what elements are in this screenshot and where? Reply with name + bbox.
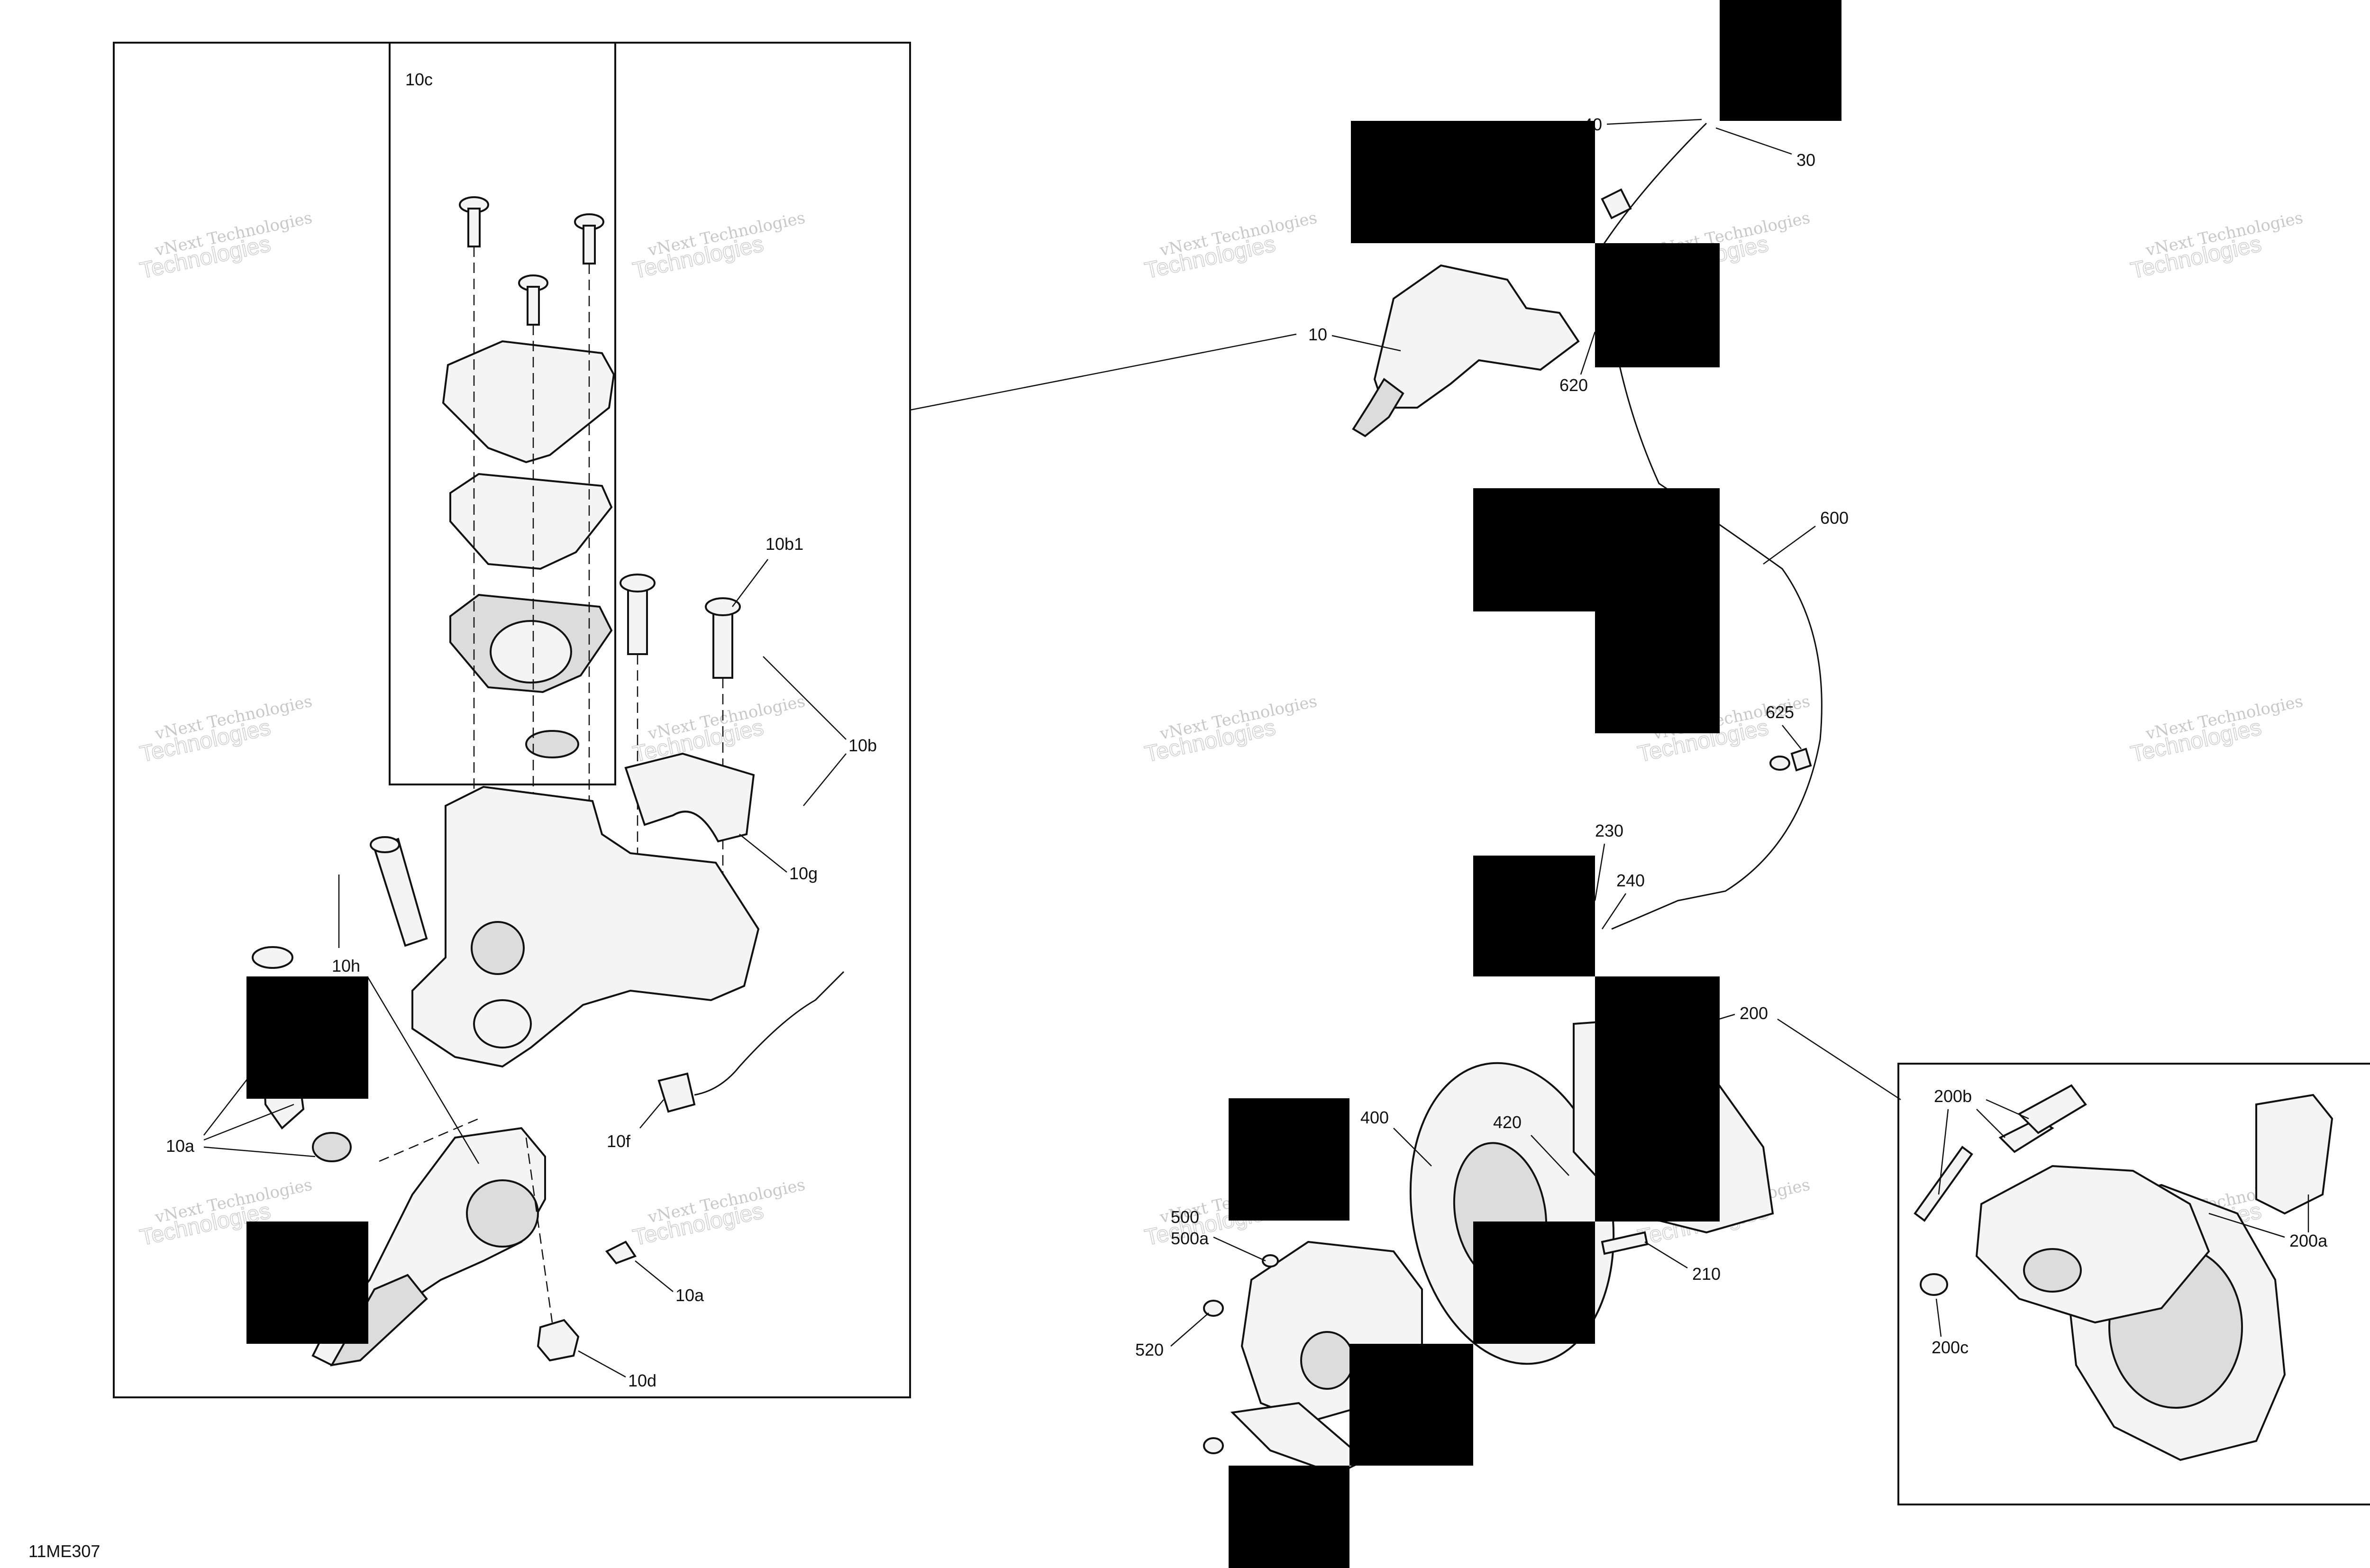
caliper-piston bbox=[2023, 1248, 2082, 1293]
watermark: vNext Technologies Technologies bbox=[630, 1175, 807, 1251]
callout-200c: 200c bbox=[1932, 1338, 1969, 1357]
brake-hose bbox=[1601, 122, 1823, 930]
cover-screw bbox=[459, 196, 489, 247]
callout-10: 10 bbox=[1308, 325, 1327, 344]
watermark: vNext Technologies Technologies bbox=[137, 692, 314, 767]
clamp-bolts bbox=[620, 574, 741, 679]
caliper-detail-frame bbox=[1897, 1063, 2370, 1505]
pivot-pin bbox=[373, 838, 428, 947]
callout-230: 230 bbox=[1595, 821, 1623, 840]
lever-clip bbox=[605, 1240, 637, 1265]
callout-240: 240 bbox=[1616, 871, 1645, 890]
redaction-block bbox=[1595, 976, 1720, 1222]
callout-30: 30 bbox=[1796, 150, 1815, 170]
callout-10d: 10d bbox=[628, 1371, 656, 1390]
lever-nut bbox=[537, 1319, 580, 1362]
lever-pivot-bolt bbox=[252, 946, 293, 969]
lever-spring bbox=[312, 1132, 352, 1162]
redaction-block bbox=[1595, 611, 1720, 733]
callout-10a-left: 10a bbox=[166, 1136, 195, 1156]
callout-400: 400 bbox=[1360, 1108, 1389, 1127]
redaction-block bbox=[1595, 243, 1720, 367]
reservoir-cover-subframe bbox=[389, 42, 616, 785]
callout-620: 620 bbox=[1559, 375, 1588, 395]
cover-screws bbox=[459, 196, 604, 326]
brake-pads bbox=[2255, 1094, 2334, 1215]
reservoir-diaphragm-dome bbox=[490, 620, 572, 684]
caliper-pin bbox=[1914, 1146, 1973, 1222]
master-cylinder-port bbox=[471, 921, 525, 975]
cover-screw bbox=[574, 213, 604, 264]
redaction-block bbox=[1473, 1222, 1595, 1344]
watermark: vNext Technologies Technologies bbox=[630, 208, 807, 284]
watermark: vNext Technologies Technologies bbox=[2128, 208, 2305, 284]
caliper-bolt bbox=[1601, 1231, 1649, 1255]
callout-200a: 200a bbox=[2289, 1231, 2328, 1250]
guard-screw bbox=[1262, 1254, 1279, 1267]
switch-wire bbox=[694, 971, 845, 1096]
diagram-id: 11ME307 bbox=[28, 1541, 100, 1561]
callout-210: 210 bbox=[1692, 1264, 1721, 1284]
brake-light-switch bbox=[657, 1072, 696, 1113]
pad-spring bbox=[2017, 1084, 2087, 1134]
redaction-blocks bbox=[246, 0, 1841, 1568]
cover-screw bbox=[518, 274, 548, 326]
disc-guard-hole bbox=[1300, 1331, 1354, 1390]
callout-10f: 10f bbox=[607, 1131, 631, 1151]
redaction-block bbox=[246, 1222, 368, 1344]
redaction-block bbox=[1720, 0, 1841, 121]
redaction-block bbox=[1229, 1466, 1349, 1568]
watermark: vNext Technologies Technologies bbox=[2128, 692, 2305, 767]
bleeder-screw bbox=[1920, 1273, 1948, 1296]
watermark: vNext Technologies Technologies bbox=[1142, 208, 1319, 284]
callout-200b: 200b bbox=[1934, 1086, 1972, 1106]
callout-10g: 10g bbox=[789, 864, 818, 883]
callout-500a: 500a bbox=[1171, 1229, 1209, 1248]
master-cylinder-body bbox=[411, 785, 760, 1068]
watermark: vNext Technologies Technologies bbox=[137, 208, 314, 284]
redaction-block bbox=[1351, 121, 1595, 243]
guard-bracket bbox=[1230, 1402, 1367, 1476]
callout-200: 200 bbox=[1740, 1003, 1768, 1023]
redaction-block bbox=[1473, 488, 1720, 611]
callout-625: 625 bbox=[1766, 702, 1794, 722]
callout-10b: 10b bbox=[848, 736, 877, 755]
lever-adjuster bbox=[466, 1179, 539, 1248]
guard-nut-lower bbox=[1203, 1437, 1224, 1454]
redaction-block bbox=[246, 976, 368, 1099]
redaction-block bbox=[1349, 1344, 1473, 1466]
redaction-block bbox=[1473, 856, 1595, 976]
reservoir-cover bbox=[442, 340, 615, 464]
callout-10c: 10c bbox=[405, 70, 433, 89]
callout-labels: 10c 10b1 10b 10g 10h 10a 10f 10a 10d 10 … bbox=[28, 70, 2328, 1561]
reservoir-seal bbox=[525, 730, 579, 758]
callout-600: 600 bbox=[1820, 508, 1849, 528]
callout-420: 420 bbox=[1493, 1112, 1522, 1132]
detail-link-line bbox=[910, 333, 1297, 411]
handlebar-clamp bbox=[624, 752, 755, 843]
hose-fitting bbox=[1601, 188, 1632, 219]
guard-nut bbox=[1203, 1300, 1224, 1317]
handlebar-master-cylinder bbox=[1373, 264, 1580, 409]
reservoir-cover-plate bbox=[449, 473, 613, 570]
redaction-block bbox=[1229, 1098, 1349, 1221]
watermark: vNext Technologies Technologies bbox=[1142, 692, 1319, 767]
callout-500: 500 bbox=[1171, 1207, 1199, 1227]
watermark: vNext Technologies Technologies bbox=[630, 692, 807, 767]
hose-clip bbox=[1790, 748, 1812, 772]
hose-clip-nut bbox=[1769, 756, 1790, 771]
handlebar-lever bbox=[1352, 378, 1404, 438]
callout-10h: 10h bbox=[332, 956, 360, 975]
callout-10b1: 10b1 bbox=[766, 534, 803, 554]
master-cylinder-boss bbox=[473, 999, 532, 1048]
callout-10a-right: 10a bbox=[675, 1285, 704, 1305]
callout-520: 520 bbox=[1135, 1340, 1164, 1359]
